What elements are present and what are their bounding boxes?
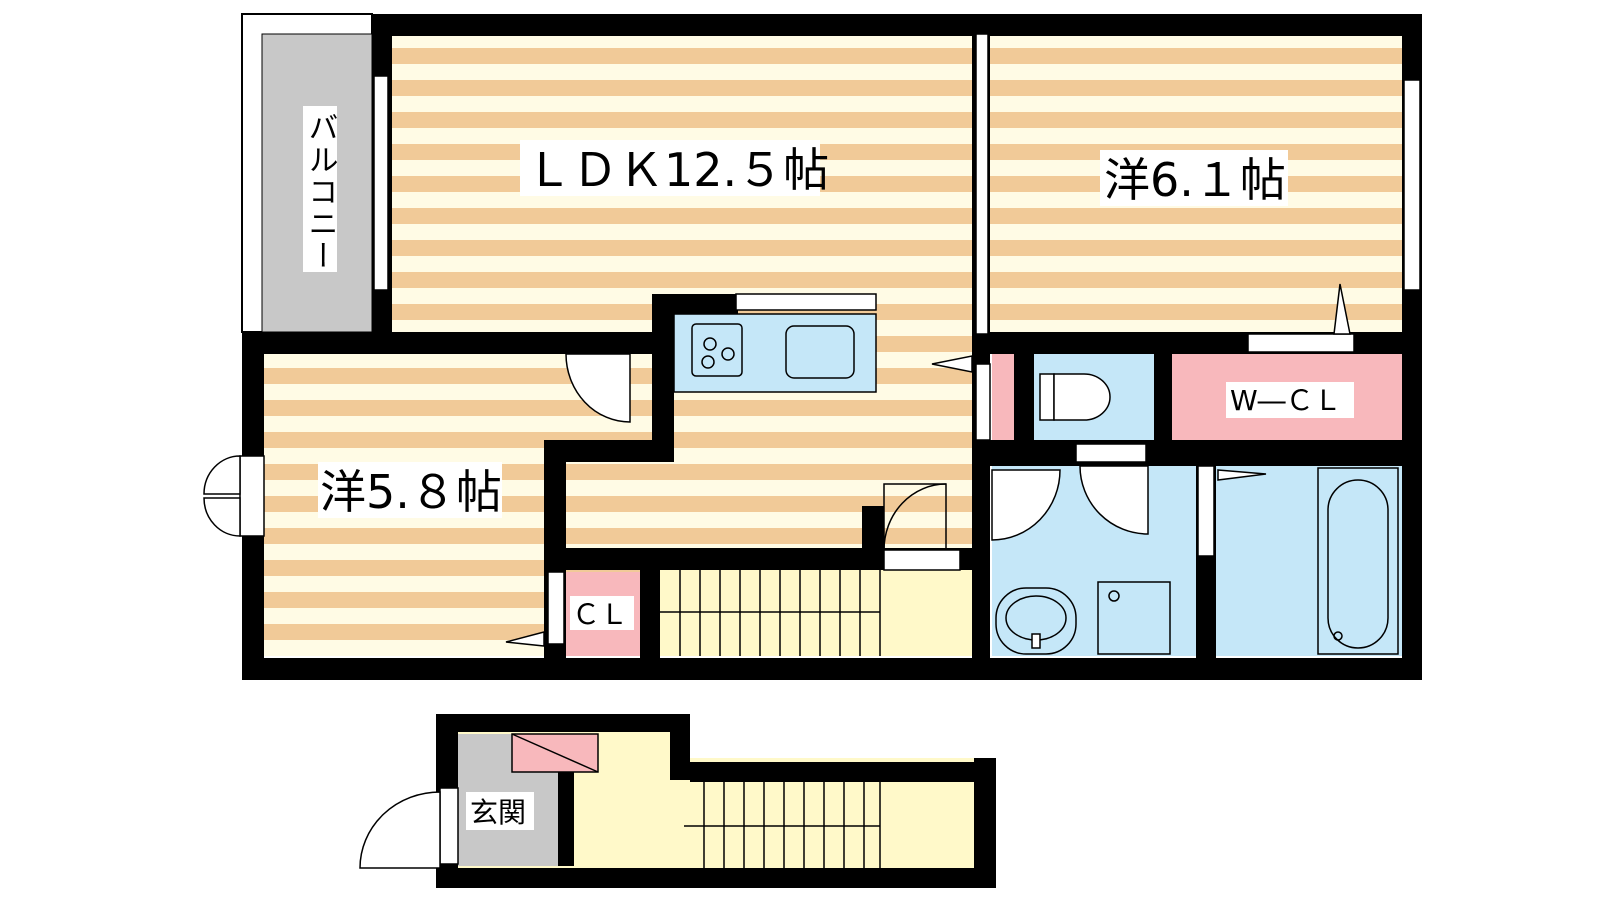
balcony	[241, 13, 373, 333]
door-window-left	[203, 455, 241, 495]
label-balcony: バルコニー	[303, 112, 338, 272]
bathtub-icon	[1317, 467, 1399, 655]
door-triangles	[505, 283, 1351, 647]
kitchen-counter	[673, 313, 877, 393]
doors	[203, 353, 1149, 551]
small-closet-floor	[992, 354, 1014, 442]
stairs-lower	[684, 782, 881, 868]
label-western2: 洋5.８帖	[320, 465, 502, 519]
sink-icon	[785, 325, 855, 379]
door-corridor-arc	[883, 483, 947, 551]
label-cl: ＣＬ	[572, 598, 628, 631]
door-washroom	[991, 469, 1061, 541]
washing-machine-icon	[1097, 581, 1171, 655]
label-entrance: 玄関	[470, 796, 526, 829]
bathroom-floor	[1216, 466, 1402, 656]
burner-icon	[701, 355, 715, 369]
shoe-box	[511, 733, 599, 773]
label-western1: 洋6.１帖	[1104, 153, 1286, 207]
burner-icon	[703, 337, 717, 351]
burner-icon	[721, 347, 735, 361]
sliding-door-panels	[547, 363, 1215, 645]
entrance-level	[359, 714, 996, 888]
room-labels: ＬＤＫ12.５帖 洋6.１帖 洋5.８帖 バルコニー W―ＣＬ ＣＬ 玄関	[303, 112, 1354, 830]
door-window-left2	[203, 497, 241, 537]
door-western2	[565, 353, 631, 423]
door-toilet	[1079, 465, 1149, 535]
stairs-upper	[660, 570, 972, 656]
washbasin-icon	[995, 587, 1077, 655]
label-ldk: ＬＤＫ12.５帖	[526, 143, 829, 197]
label-wcl: W―ＣＬ	[1230, 384, 1342, 417]
entrance-door	[359, 791, 441, 869]
toilet-icon	[1039, 373, 1111, 421]
windows	[239, 33, 1421, 537]
